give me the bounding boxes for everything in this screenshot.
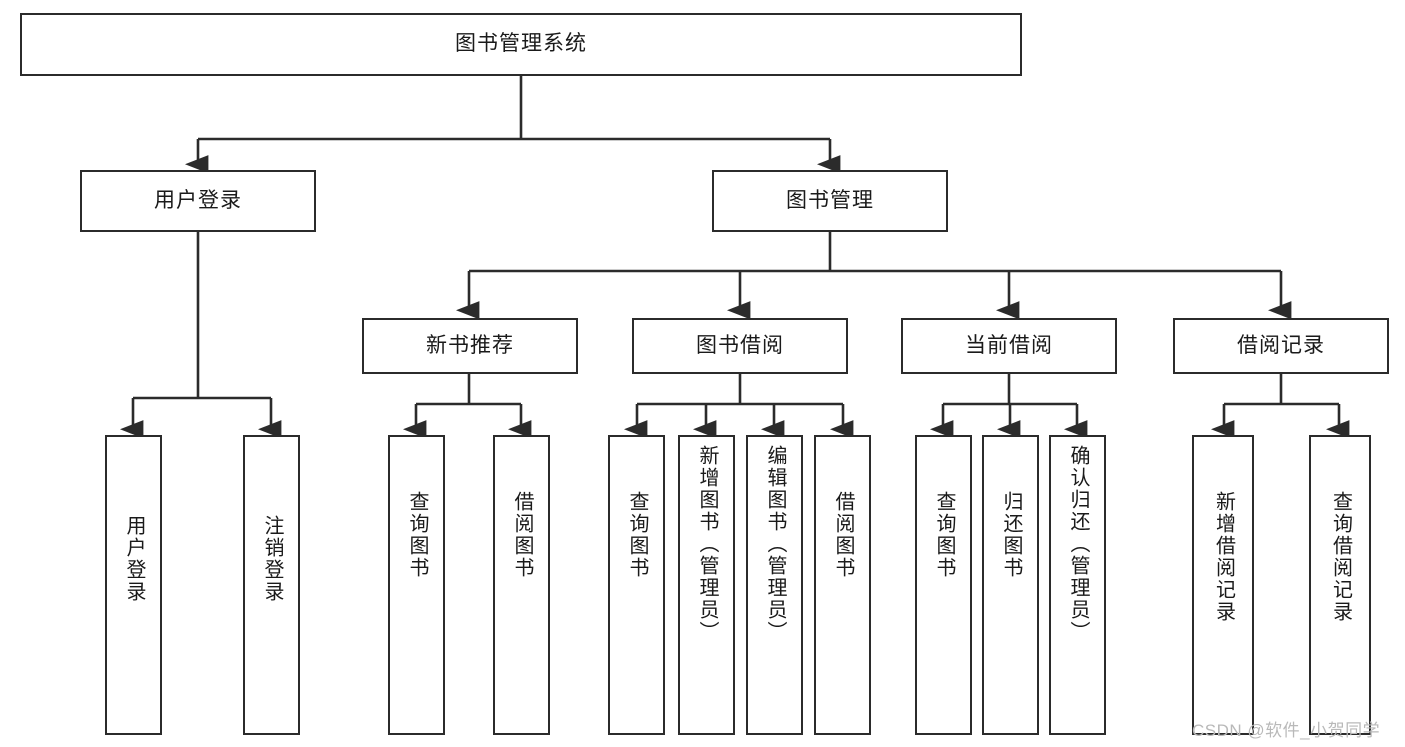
node-book-borrow[interactable]: 图书借阅 (632, 318, 848, 374)
node-leaf-user-login[interactable]: 用户登录 (105, 435, 162, 735)
node-user-login-label: 用户登录 (154, 188, 242, 212)
node-borrow-record-label: 借阅记录 (1237, 333, 1325, 357)
node-current-borrow[interactable]: 当前借阅 (901, 318, 1117, 374)
node-root[interactable]: 图书管理系统 (20, 13, 1022, 76)
node-book-manage-label: 图书管理 (786, 188, 874, 212)
node-leaf-query-book-1[interactable]: 查询图书 (388, 435, 445, 735)
node-leaf-logout-label: 注销登录 (261, 515, 283, 603)
node-leaf-add-record-label: 新增借阅记录 (1212, 491, 1235, 623)
node-root-label: 图书管理系统 (455, 32, 587, 56)
node-current-borrow-label: 当前借阅 (965, 333, 1053, 357)
node-leaf-confirm-return[interactable]: 确认归还（管理员） (1049, 435, 1106, 735)
node-leaf-query-record-label: 查询借阅记录 (1329, 491, 1352, 623)
node-borrow-record[interactable]: 借阅记录 (1173, 318, 1389, 374)
node-leaf-borrow-book-2[interactable]: 借阅图书 (814, 435, 871, 735)
node-leaf-add-book-label: 新增图书（管理员） (696, 445, 718, 643)
node-leaf-borrow-book-2-label: 借阅图书 (832, 491, 854, 579)
node-leaf-borrow-book-1[interactable]: 借阅图书 (493, 435, 550, 735)
watermark-text: CSDN @软件_小贺同学 (1192, 721, 1381, 740)
node-book-borrow-label: 图书借阅 (696, 333, 784, 357)
node-leaf-query-book-2-label: 查询图书 (626, 491, 648, 579)
node-new-book-rec-label: 新书推荐 (426, 333, 514, 357)
node-leaf-edit-book-label: 编辑图书（管理员） (764, 445, 786, 643)
node-leaf-query-book-3[interactable]: 查询图书 (915, 435, 972, 735)
node-leaf-query-book-3-label: 查询图书 (933, 491, 955, 579)
node-book-manage[interactable]: 图书管理 (712, 170, 948, 232)
node-leaf-borrow-book-1-label: 借阅图书 (511, 491, 533, 579)
node-leaf-logout[interactable]: 注销登录 (243, 435, 300, 735)
node-leaf-edit-book[interactable]: 编辑图书（管理员） (746, 435, 803, 735)
node-user-login[interactable]: 用户登录 (80, 170, 316, 232)
node-leaf-confirm-return-label: 确认归还（管理员） (1067, 445, 1089, 643)
node-new-book-rec[interactable]: 新书推荐 (362, 318, 578, 374)
node-leaf-add-book[interactable]: 新增图书（管理员） (678, 435, 735, 735)
node-leaf-query-book-2[interactable]: 查询图书 (608, 435, 665, 735)
node-leaf-user-login-label: 用户登录 (123, 515, 145, 603)
node-leaf-return-book-label: 归还图书 (1000, 491, 1022, 579)
node-leaf-return-book[interactable]: 归还图书 (982, 435, 1039, 735)
node-leaf-add-record[interactable]: 新增借阅记录 (1192, 435, 1254, 735)
node-leaf-query-record[interactable]: 查询借阅记录 (1309, 435, 1371, 735)
node-leaf-query-book-1-label: 查询图书 (406, 491, 428, 579)
